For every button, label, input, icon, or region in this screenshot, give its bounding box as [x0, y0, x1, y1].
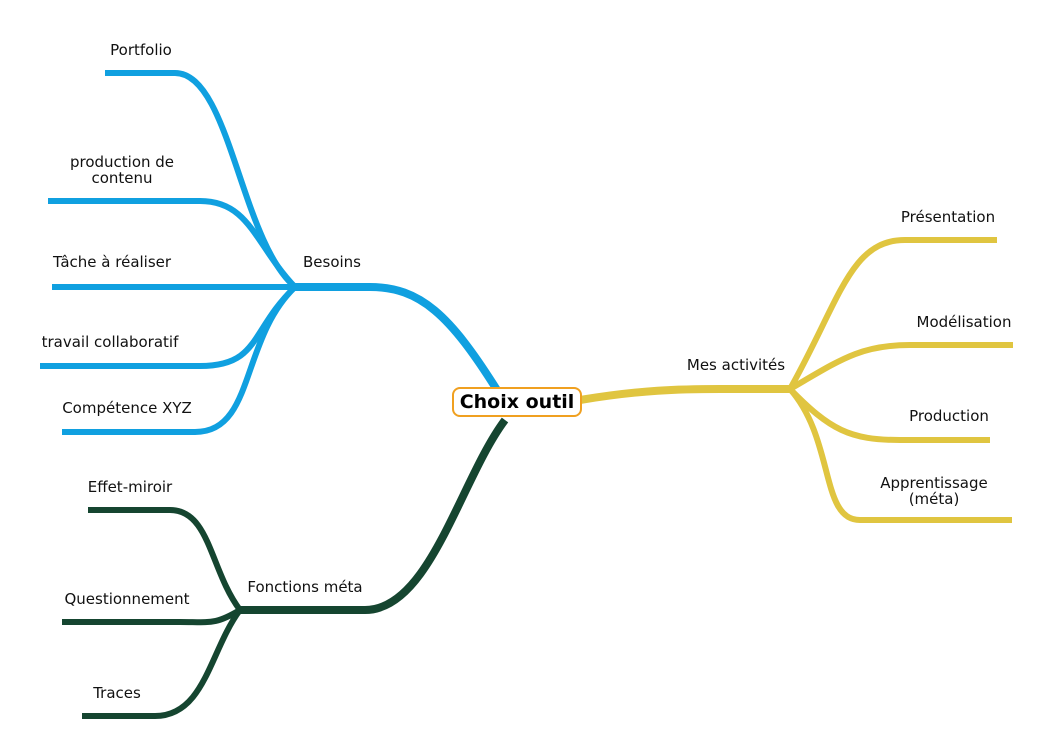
node-competence-xyz[interactable]: Compétence XYZ	[62, 399, 192, 417]
node-travail-collaboratif[interactable]: travail collaboratif	[41, 333, 179, 351]
connector-activites-presentation	[787, 237, 997, 391]
node-production[interactable]: Production	[909, 407, 989, 425]
connector-fonctions-questionnement	[62, 607, 242, 626]
connector-fonctions-effet-miroir	[88, 507, 243, 612]
node-production-contenu[interactable]: production de contenu	[69, 153, 175, 187]
connector-besoins-production-contenu	[48, 198, 298, 290]
connector-root-activites	[579, 385, 790, 404]
branch-fonctions-meta	[62, 417, 509, 719]
node-apprentissage-meta[interactable]: Apprentissage (méta)	[880, 474, 988, 508]
node-besoins[interactable]: Besoins	[302, 253, 362, 271]
connector-besoins-competence	[62, 284, 298, 435]
node-modelisation[interactable]: Modélisation	[916, 313, 1012, 331]
node-fonctions-meta[interactable]: Fonctions méta	[247, 578, 363, 596]
connector-activites-production	[787, 386, 990, 443]
node-portfolio[interactable]: Portfolio	[110, 41, 172, 59]
node-tache-a-realiser[interactable]: Tâche à réaliser	[52, 253, 172, 271]
connector-root-besoins	[295, 283, 501, 393]
connector-fonctions-traces	[82, 608, 243, 719]
root-node[interactable]: Choix outil	[452, 387, 582, 417]
node-presentation[interactable]: Présentation	[900, 208, 996, 226]
root-node-label: Choix outil	[459, 391, 575, 413]
node-effet-miroir[interactable]: Effet-miroir	[87, 478, 173, 496]
node-questionnement[interactable]: Questionnement	[64, 590, 190, 608]
connector-root-fonctions	[240, 417, 509, 614]
connector-activites-apprentissage	[787, 387, 1012, 523]
branch-besoins	[40, 70, 501, 435]
node-traces[interactable]: Traces	[93, 684, 141, 702]
connector-activites-modelisation	[788, 342, 1013, 392]
branch-mes-activites	[579, 237, 1013, 523]
node-mes-activites[interactable]: Mes activités	[686, 356, 786, 374]
